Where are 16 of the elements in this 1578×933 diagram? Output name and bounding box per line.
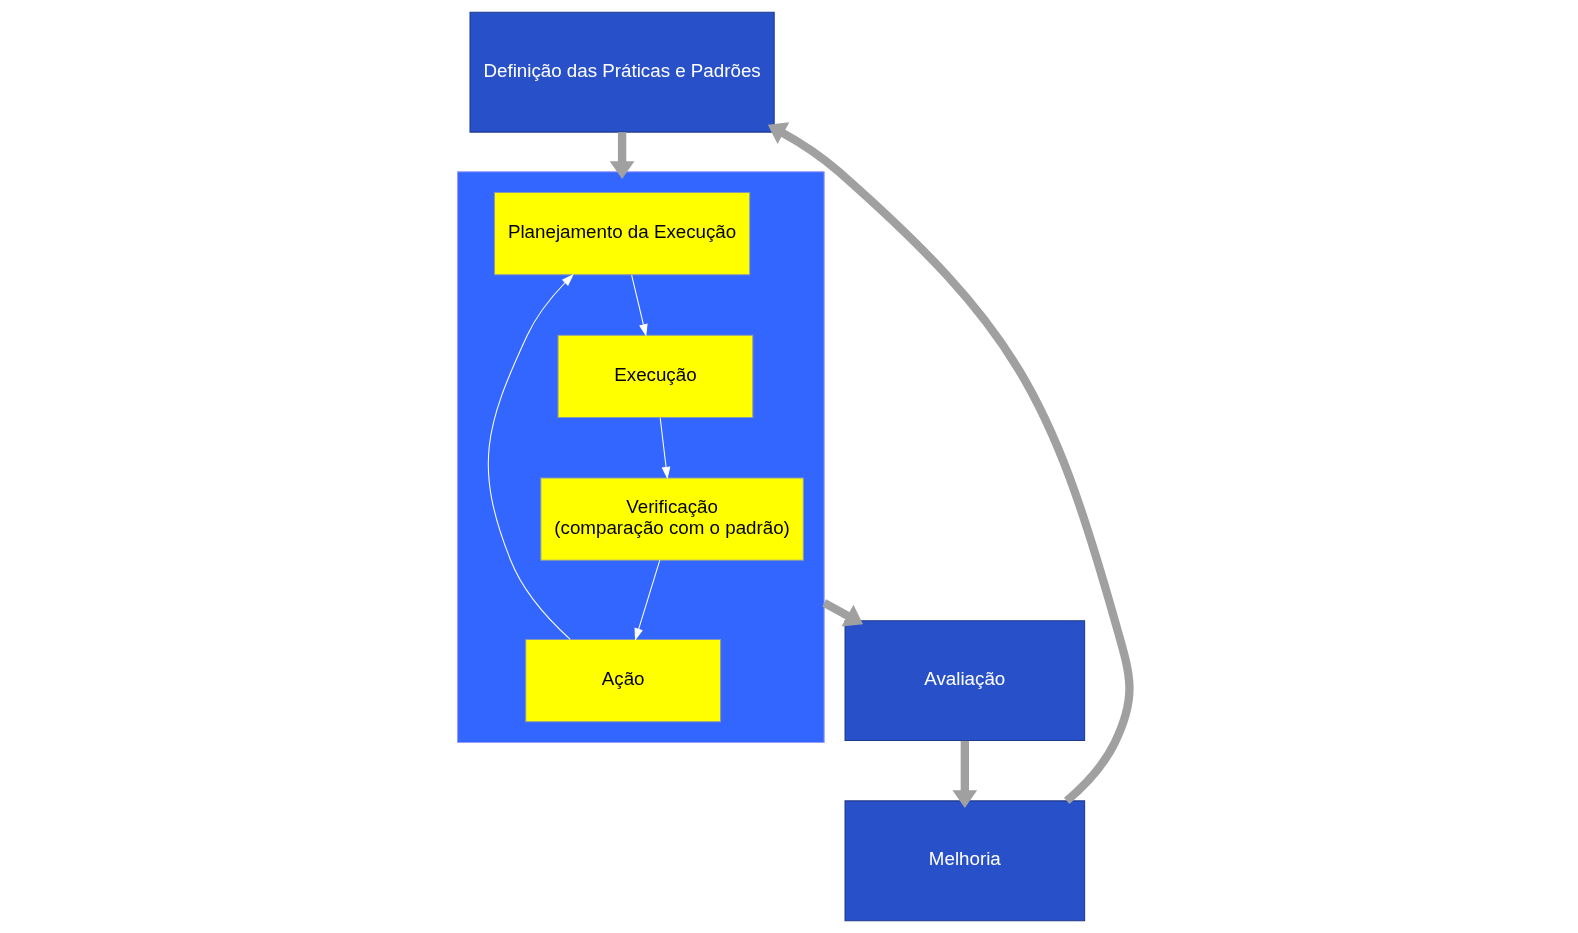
node-box: Ação [524, 638, 721, 723]
node-box: Melhoria [844, 800, 1085, 922]
arrow [767, 122, 1133, 805]
arrow [659, 417, 670, 480]
node-box: Verificação (comparação com o padrão) [539, 477, 804, 561]
arrow [951, 740, 977, 808]
arrow [634, 559, 660, 641]
arrow [609, 132, 634, 179]
arrow [821, 599, 863, 627]
node-box: Definição das Práticas e Padrões [469, 11, 775, 133]
cluster [456, 171, 825, 744]
node-box: Avaliação [844, 620, 1085, 741]
node-box: Execução [557, 334, 753, 419]
arrow [487, 273, 574, 640]
node-box: Planejamento da Execução [493, 192, 750, 276]
arrow [630, 274, 648, 337]
